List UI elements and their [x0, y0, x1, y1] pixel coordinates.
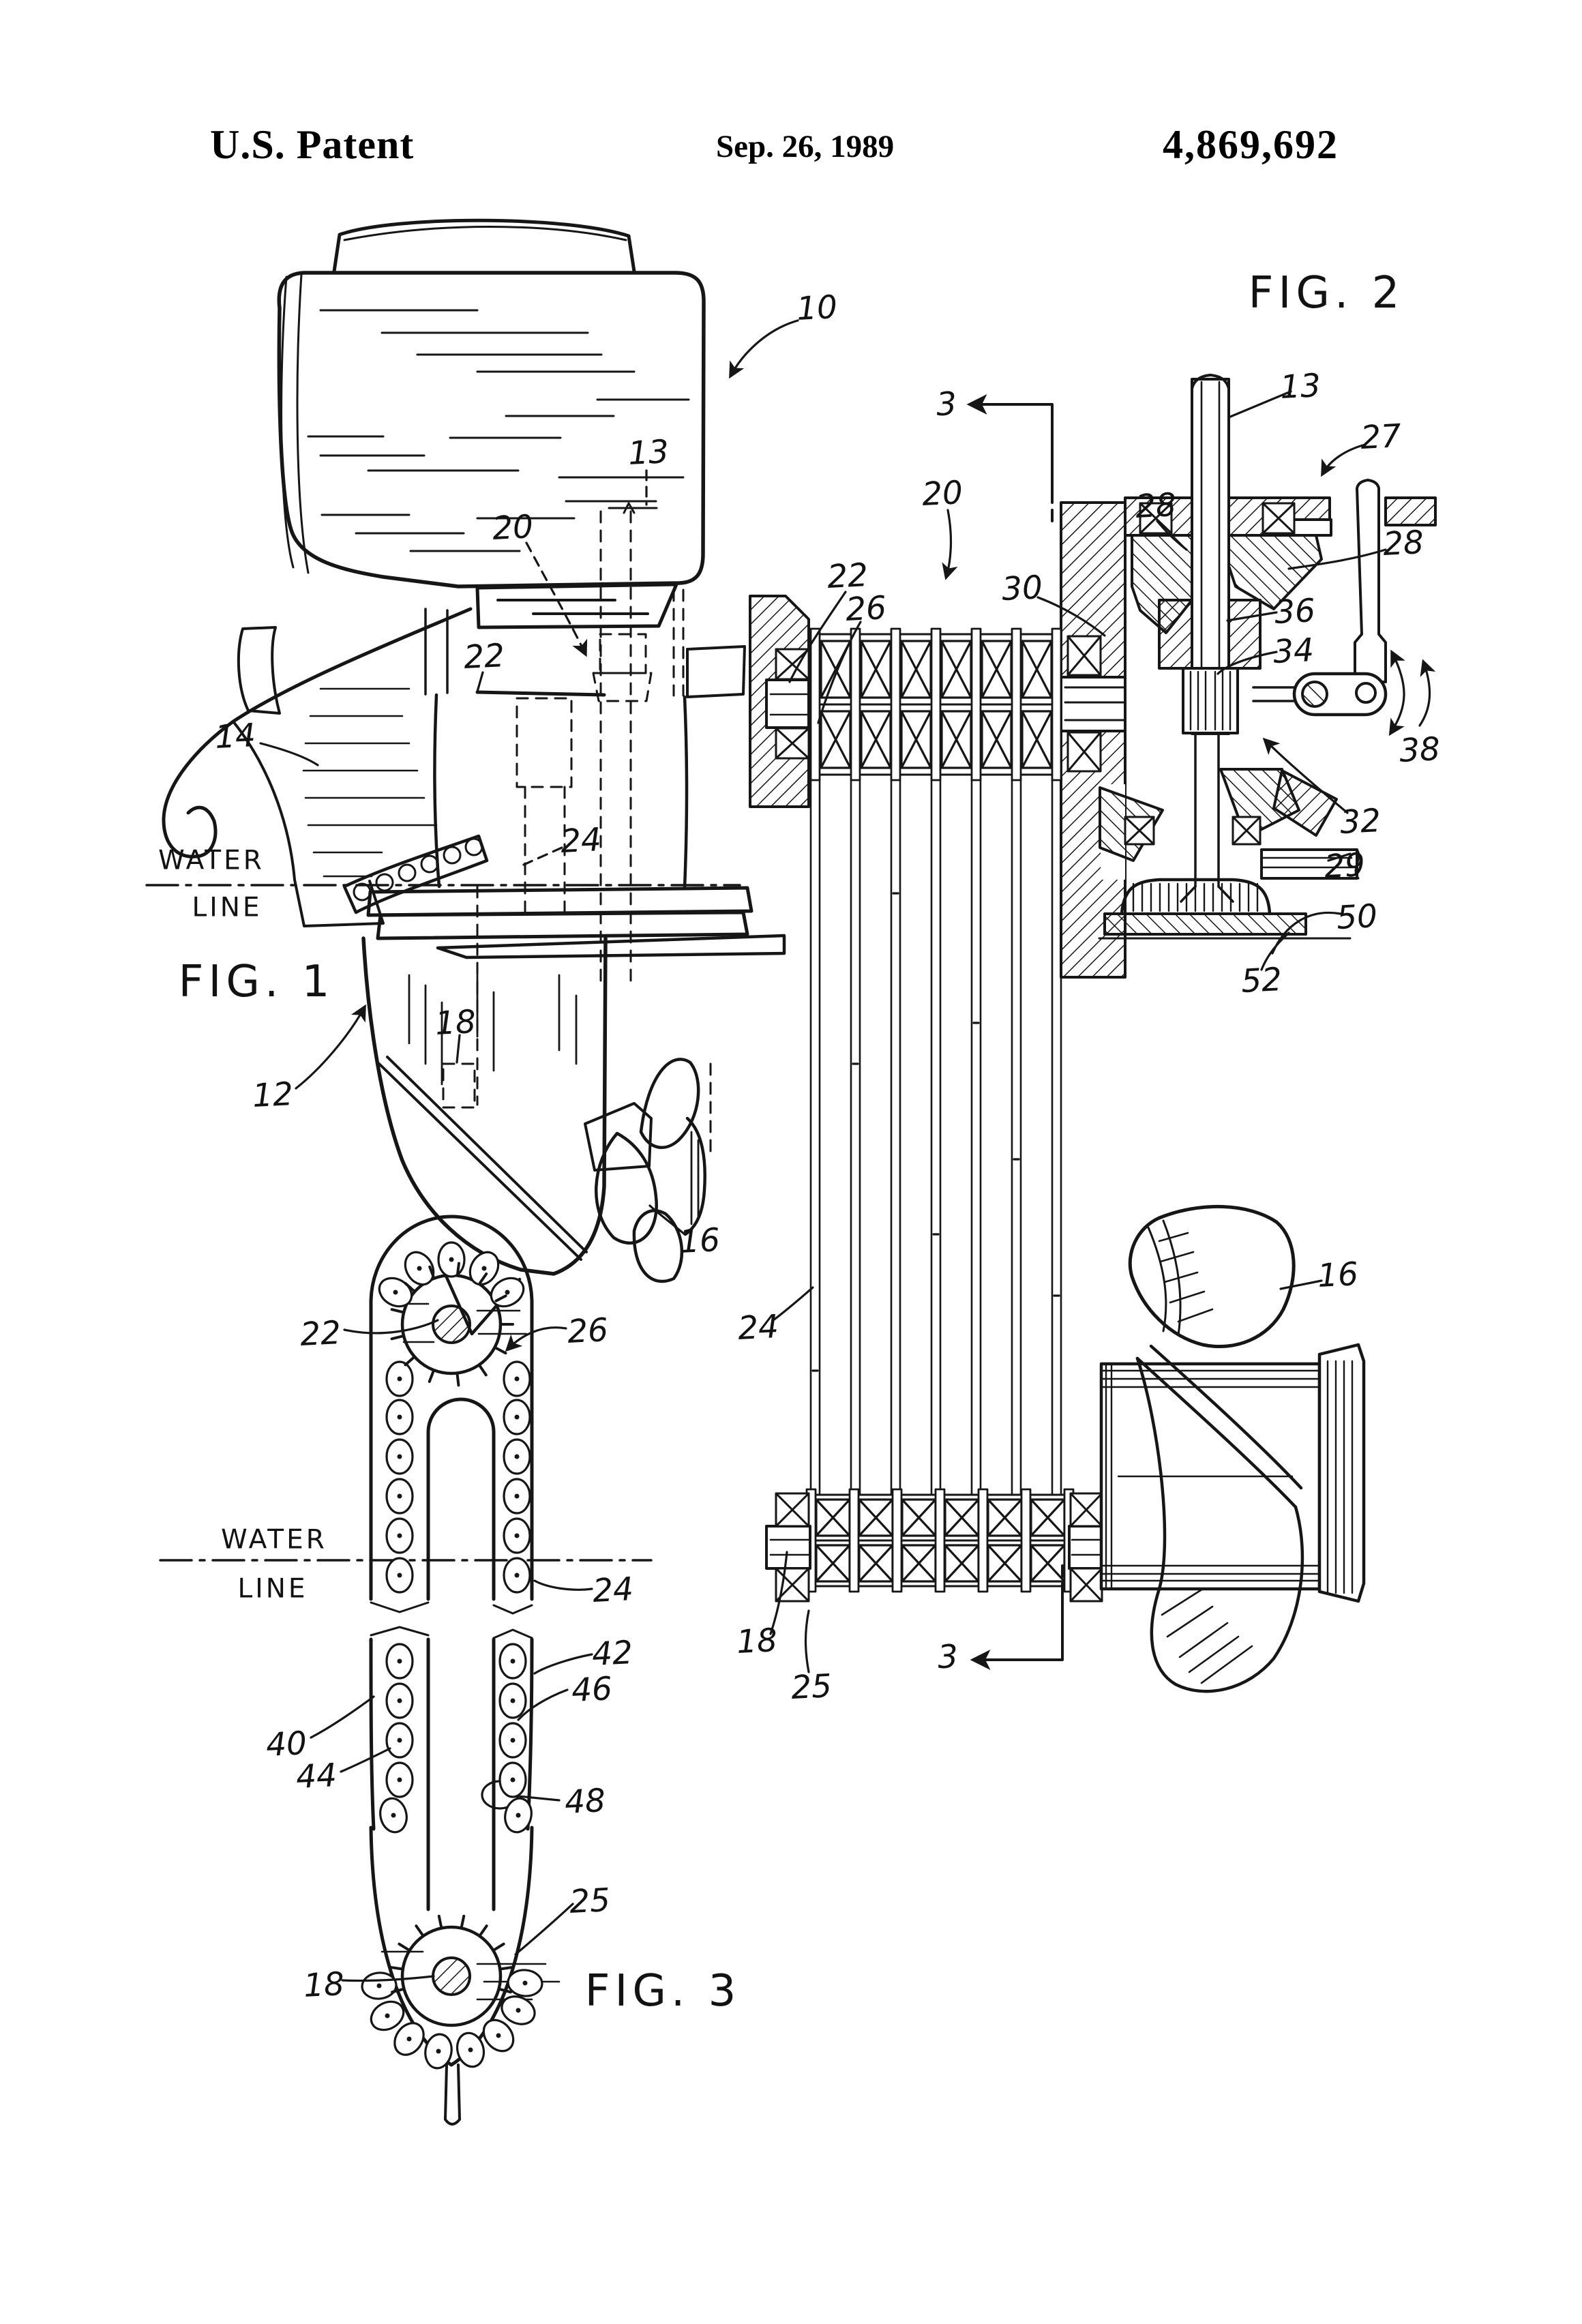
- fig1-drawing: [145, 218, 799, 1336]
- chain-pins-top: [809, 627, 1062, 781]
- fig3-drawing: [159, 1215, 653, 2126]
- dome-ribs: [1132, 882, 1259, 912]
- bearing-boxes: [775, 502, 1296, 1603]
- page-header: U.S. Patent Sep. 26, 1989 4,869,692: [0, 121, 1582, 176]
- patent-number: 4,869,692: [1163, 122, 1339, 167]
- fig3-leaders: [310, 1319, 593, 1982]
- break-lines: [370, 1601, 533, 1639]
- bracket-holes: [353, 837, 483, 902]
- hidden-driveshaft: [442, 510, 712, 1161]
- cowl-shading: [307, 309, 690, 552]
- fig2-leaders: [769, 390, 1436, 1673]
- patent-date: Sep. 26, 1989: [716, 129, 895, 164]
- fig1-leaders: [259, 319, 799, 1236]
- sprocket-shading: [402, 1302, 528, 1343]
- hub-cap-ribs: [1326, 1360, 1354, 1594]
- fig2-drawing: [749, 374, 1437, 1693]
- bracket-shading: [302, 687, 438, 878]
- section-lines: [966, 394, 1064, 1670]
- patent-office: U.S. Patent: [210, 122, 415, 167]
- blade2-shading: [1161, 1588, 1253, 1684]
- blade-shading: [1158, 1232, 1214, 1323]
- gearcase-shading: [408, 974, 578, 1086]
- sprocket-teeth: [389, 1262, 514, 1994]
- chain-rollers: [361, 1241, 543, 2070]
- chain-strands: [809, 779, 1062, 1496]
